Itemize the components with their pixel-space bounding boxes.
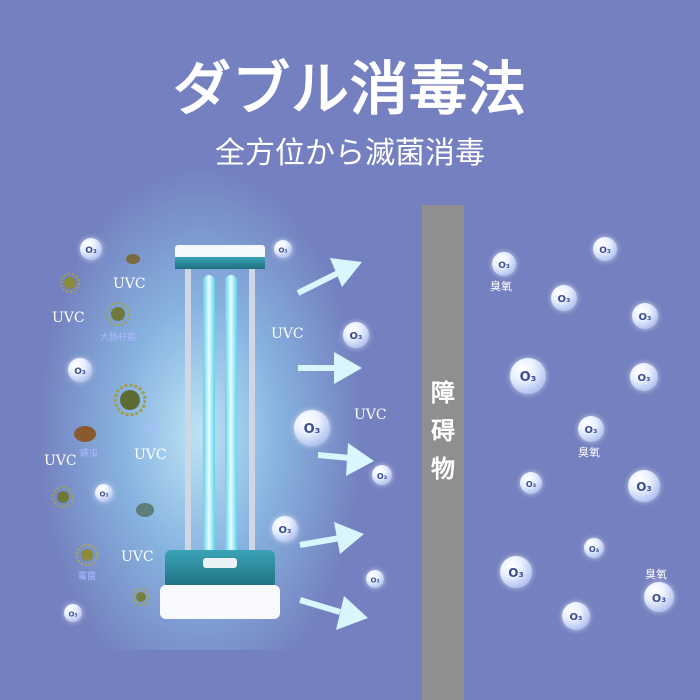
ozone-icon: O₃ [294, 410, 330, 446]
virus-caption: 霉菌 [78, 572, 97, 582]
svg-text:O₃: O₃ [350, 331, 363, 342]
ozone-icon: O₃ [551, 285, 577, 311]
virus-caption: 病毒 [142, 425, 161, 435]
virus-icon [52, 486, 74, 508]
uvc-label: UVC [121, 549, 154, 565]
svg-text:O₃: O₃ [526, 480, 537, 489]
svg-text:O₃: O₃ [304, 422, 321, 437]
uvc-label: UVC [354, 407, 387, 423]
ozone-icon: O₃ [274, 240, 292, 258]
ozone-label: 臭氧 [490, 280, 512, 293]
ozone-icon: O₃ [632, 303, 658, 329]
arrow-2 [298, 352, 362, 384]
ozone-icon: O₃ [68, 358, 92, 382]
virus-icon [114, 384, 146, 416]
ozone-label: 臭氧 [578, 446, 600, 459]
ozone-icon: O₃ [80, 238, 102, 260]
ozone-icon: O₃ [584, 538, 604, 558]
svg-text:O₃: O₃ [558, 294, 571, 305]
ozone-icon: O₃ [366, 570, 384, 588]
arrow-4 [299, 522, 364, 554]
virus-icon [60, 273, 80, 293]
barrier-char-1: 障 [431, 379, 455, 407]
svg-text:O₃: O₃ [570, 612, 583, 623]
page-title: ダブル消毒法 [172, 55, 527, 123]
svg-text:O₃: O₃ [99, 491, 108, 499]
ozone-icon: O₃ [578, 416, 604, 442]
svg-text:O₃: O₃ [652, 592, 666, 605]
virus-caption: 大肠杆菌 [100, 333, 137, 343]
uvc-label: UVC [52, 310, 85, 326]
svg-text:O₃: O₃ [68, 611, 77, 619]
ozone-icon: O₃ [644, 582, 674, 612]
uvc-label: UVC [113, 276, 146, 292]
svg-text:O₃: O₃ [636, 480, 651, 494]
uvc-label: UVC [271, 326, 304, 342]
ozone-icon: O₃ [510, 358, 546, 394]
svg-text:O₃: O₃ [639, 312, 652, 323]
arrow-5 [299, 596, 368, 630]
page-subtitle: 全方位から滅菌消毒 [215, 136, 485, 171]
svg-text:O₃: O₃ [279, 525, 292, 536]
svg-text:O₃: O₃ [508, 566, 523, 580]
svg-text:O₃: O₃ [74, 367, 86, 377]
virus-icon [76, 544, 98, 566]
barrier-char-3: 物 [431, 455, 455, 483]
virus-icon [132, 588, 150, 606]
ozone-icon: O₃ [272, 516, 298, 542]
svg-text:O₃: O₃ [278, 247, 287, 255]
arrow-3 [317, 443, 374, 476]
uvc-label: UVC [134, 447, 167, 463]
mite-icon [74, 426, 96, 442]
ozone-icon: O₃ [343, 322, 369, 348]
svg-text:O₃: O₃ [589, 545, 600, 554]
barrier-char-2: 碍 [431, 417, 455, 445]
mold-icon [136, 503, 154, 517]
arrow-1 [296, 258, 362, 296]
svg-text:O₃: O₃ [599, 246, 611, 256]
mite-icon [126, 254, 140, 264]
virus-icon [106, 302, 130, 326]
svg-text:O₃: O₃ [370, 577, 379, 585]
ozone-icon: O₃ [372, 465, 392, 485]
barrier-wall: 障 碍 物 [422, 205, 464, 700]
ozone-icon: O₃ [562, 602, 590, 630]
ozone-icon: O₃ [630, 363, 658, 391]
svg-text:O₃: O₃ [638, 373, 651, 384]
ozone-icon: O₃ [520, 472, 542, 494]
uv-lamp-illustration [160, 245, 280, 619]
ozone-icon: O₃ [95, 484, 113, 502]
svg-text:O₃: O₃ [85, 246, 97, 256]
svg-text:O₃: O₃ [377, 472, 388, 481]
svg-text:O₃: O₃ [498, 261, 510, 271]
ozone-icon: O₃ [628, 470, 660, 502]
ozone-label: 臭氧 [645, 568, 667, 581]
ozone-icon: O₃ [492, 252, 516, 276]
uvc-label: UVC [44, 453, 77, 469]
virus-caption: 螨虫 [80, 449, 99, 459]
ozone-icon: O₃ [593, 237, 617, 261]
svg-text:O₃: O₃ [520, 370, 537, 385]
svg-text:O₃: O₃ [585, 425, 598, 436]
ozone-icon: O₃ [64, 604, 82, 622]
ozone-icon: O₃ [500, 556, 532, 588]
